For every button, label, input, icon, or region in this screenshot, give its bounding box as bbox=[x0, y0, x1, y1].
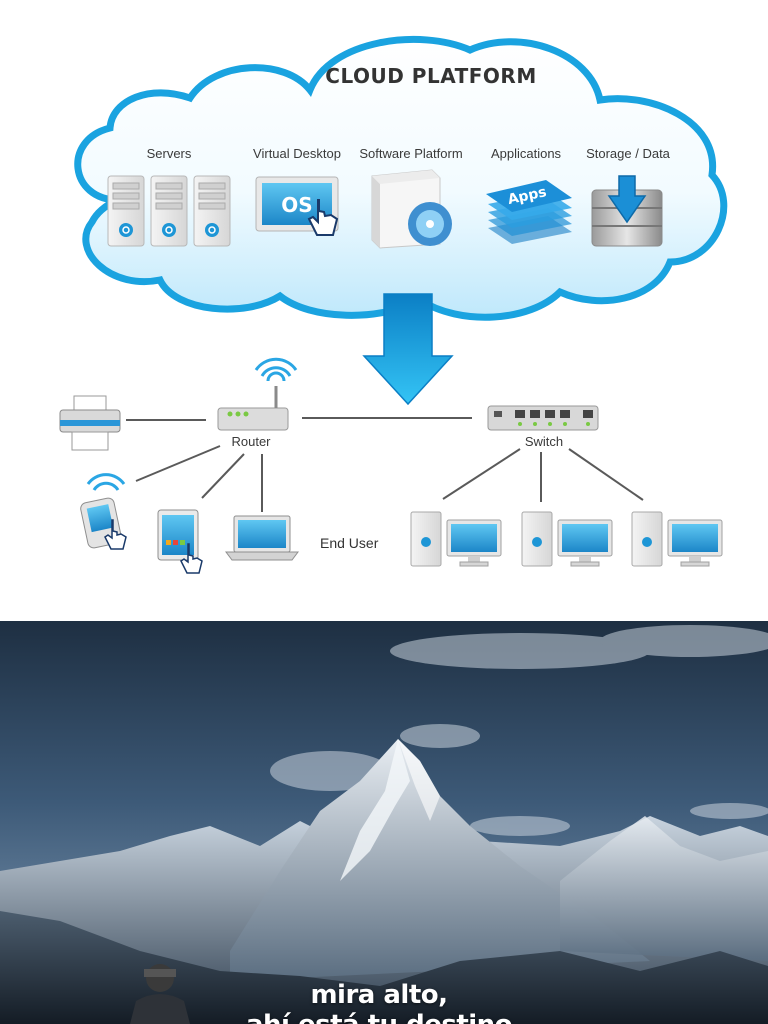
tablet-icon bbox=[157, 509, 203, 574]
foreground-ridge bbox=[0, 911, 768, 1024]
desktop-computer-icon-3 bbox=[631, 511, 723, 567]
switch-label: Switch bbox=[524, 434, 564, 449]
desktop-computer-icon-1 bbox=[410, 511, 502, 567]
hiker-figure bbox=[130, 964, 190, 1024]
software-platform-label: Software Platform bbox=[359, 146, 463, 161]
router-label: Router bbox=[231, 434, 271, 449]
storage-database-icon bbox=[591, 175, 663, 247]
virtual-desktop-label: Virtual Desktop bbox=[253, 146, 341, 161]
down-arrow-icon bbox=[362, 293, 454, 406]
pda-icon bbox=[80, 473, 127, 550]
mountain-photo: mira alto, ahí está tu destino bbox=[0, 621, 768, 1024]
network-links bbox=[126, 417, 644, 512]
server-rack-icon bbox=[107, 175, 231, 247]
laptop-icon bbox=[225, 515, 299, 561]
software-box-icon bbox=[371, 169, 452, 249]
servers-label: Servers bbox=[146, 146, 192, 161]
poster-caption-line2: ahí está tu destino bbox=[0, 1010, 763, 1024]
storage-data-label: Storage / Data bbox=[586, 146, 670, 161]
switch-icon bbox=[487, 405, 599, 431]
right-mountain-peak bbox=[560, 816, 768, 961]
apps-stack-icon: Apps bbox=[486, 180, 572, 244]
end-user-label: End User bbox=[320, 535, 379, 551]
router-icon bbox=[217, 357, 298, 431]
poster-caption-line1: mira alto, bbox=[310, 980, 448, 1010]
os-screen-icon: OS bbox=[255, 176, 339, 236]
cloud-network-diagram: OS Apps bbox=[59, 35, 728, 574]
svg-text:OS: OS bbox=[281, 193, 312, 217]
printer-icon bbox=[59, 395, 121, 451]
desktop-computer-icon-2 bbox=[521, 511, 613, 567]
svg-text:Apps: Apps bbox=[506, 184, 548, 208]
mountain-artwork bbox=[0, 621, 768, 1024]
applications-label: Applications bbox=[490, 146, 562, 161]
main-mountain-peak bbox=[230, 739, 650, 981]
diagram-artwork: OS Apps bbox=[59, 35, 728, 574]
cloud-platform-title: CLOUD PLATFORM bbox=[325, 64, 537, 88]
